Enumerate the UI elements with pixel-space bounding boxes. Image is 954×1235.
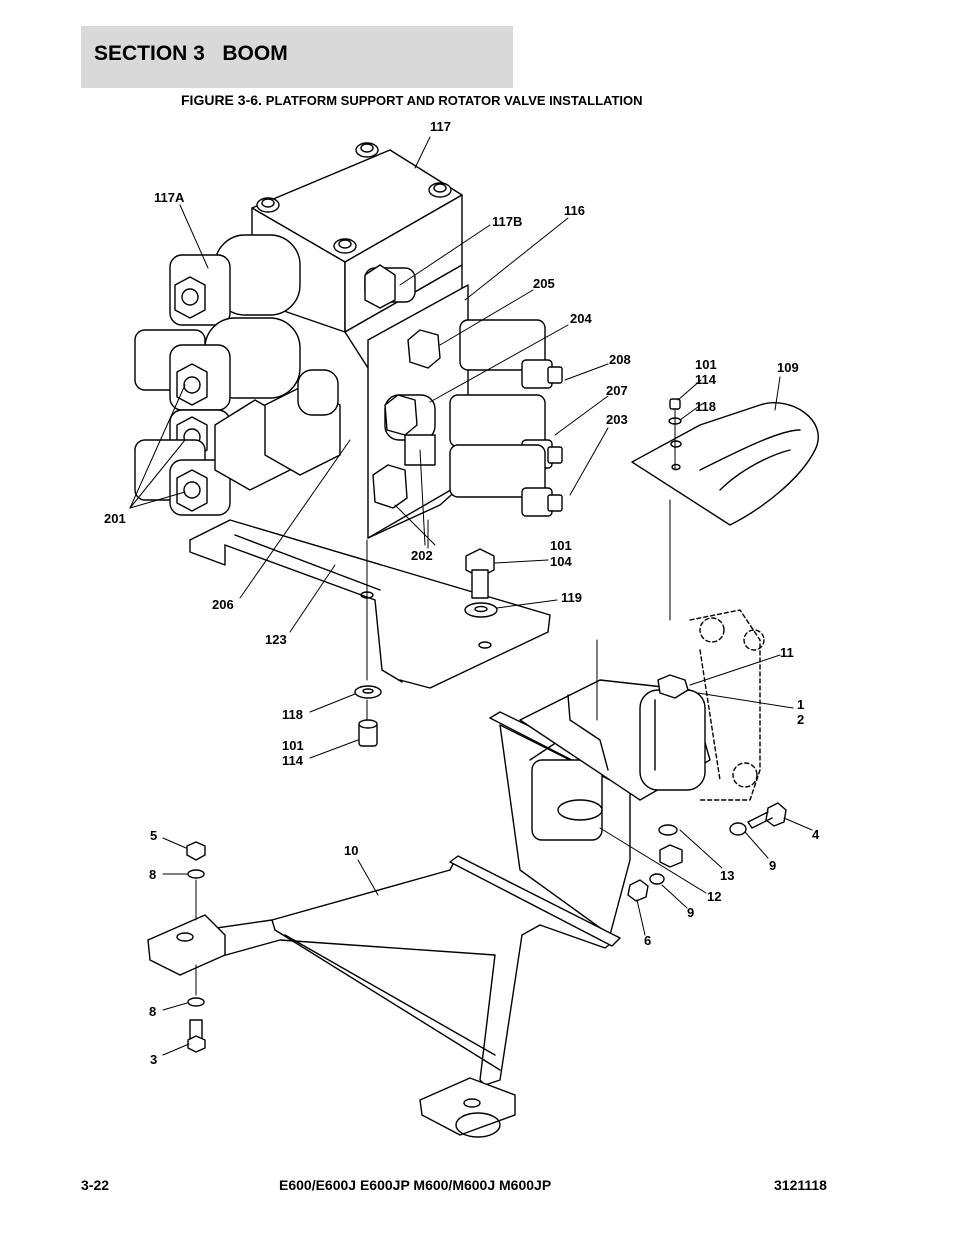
leader-lines (129, 136, 813, 1056)
callout-9-right: 9 (769, 858, 776, 873)
callout-208: 208 (609, 352, 631, 367)
figure-caption: PLATFORM SUPPORT AND ROTATOR VALVE INSTA… (265, 93, 643, 108)
footer-models: E600/E600J E600JP M600/M600J M600JP (279, 1177, 552, 1193)
callout-4: 4 (812, 827, 820, 842)
callout-104: 104 (550, 554, 572, 569)
frame-weldment (147, 855, 621, 1138)
valve-mounting-plate (189, 519, 551, 689)
callout-5: 5 (150, 828, 157, 843)
callout-11: 11 (780, 645, 794, 660)
section-number: SECTION 3 (94, 42, 205, 65)
capscrew-and-washer (464, 548, 498, 618)
callout-1: 1 (797, 697, 804, 712)
callout-8-bottom: 8 (149, 1004, 156, 1019)
callout-114-top: 114 (695, 372, 717, 387)
figure-number: FIGURE 3-6. (181, 92, 262, 108)
callout-labels: 117 117A 117B 116 205 204 208 207 203 20… (104, 119, 820, 1067)
solenoid-coils (134, 234, 341, 516)
platform-support (489, 679, 711, 936)
callout-114-low: 114 (282, 753, 304, 768)
callout-12: 12 (707, 889, 721, 904)
callout-201: 201 (104, 511, 126, 526)
callout-101-top: 101 (695, 357, 717, 372)
callout-117b: 117B (492, 214, 522, 229)
left-hardware-stack (186, 841, 206, 1053)
lower-washer-and-screw (354, 685, 382, 747)
callout-206: 206 (212, 597, 234, 612)
figure-title: FIGURE 3-6. PLATFORM SUPPORT AND ROTATOR… (181, 92, 643, 108)
rotator-dashed (689, 609, 765, 801)
section-header-band: SECTION 3 BOOM (81, 26, 513, 88)
cartridge-valves (449, 319, 563, 517)
section-title: BOOM (222, 42, 288, 65)
callout-101-mid: 101 (550, 538, 572, 553)
castle-nut (657, 674, 689, 699)
callout-119: 119 (561, 590, 582, 605)
callout-118-top: 118 (695, 399, 716, 414)
callout-8-top: 8 (149, 867, 156, 882)
callout-118-low: 118 (282, 707, 303, 722)
footer-page-number: 3-22 (81, 1177, 110, 1193)
callout-2: 2 (797, 712, 804, 727)
section-header-text: SECTION 3 BOOM (94, 42, 288, 66)
callout-205: 205 (533, 276, 555, 291)
callout-123: 123 (265, 632, 287, 647)
callout-203: 203 (606, 412, 628, 427)
callout-117: 117 (430, 119, 451, 134)
platform-pad (631, 402, 819, 526)
callout-207: 207 (606, 383, 628, 398)
callout-101-low: 101 (282, 738, 304, 753)
callout-3: 3 (150, 1052, 157, 1067)
callout-109: 109 (777, 360, 799, 375)
center-lines (195, 409, 676, 996)
callout-13: 13 (720, 868, 734, 883)
callout-116: 116 (564, 203, 585, 218)
callout-10: 10 (344, 843, 358, 858)
callout-6: 6 (644, 933, 651, 948)
footer-doc-number: 3121118 (774, 1177, 827, 1193)
callout-204: 204 (570, 311, 592, 326)
callout-117a: 117A (154, 190, 185, 205)
bolt-and-hardware (627, 802, 787, 902)
callout-202: 202 (411, 548, 433, 563)
callout-9-center: 9 (687, 905, 694, 920)
